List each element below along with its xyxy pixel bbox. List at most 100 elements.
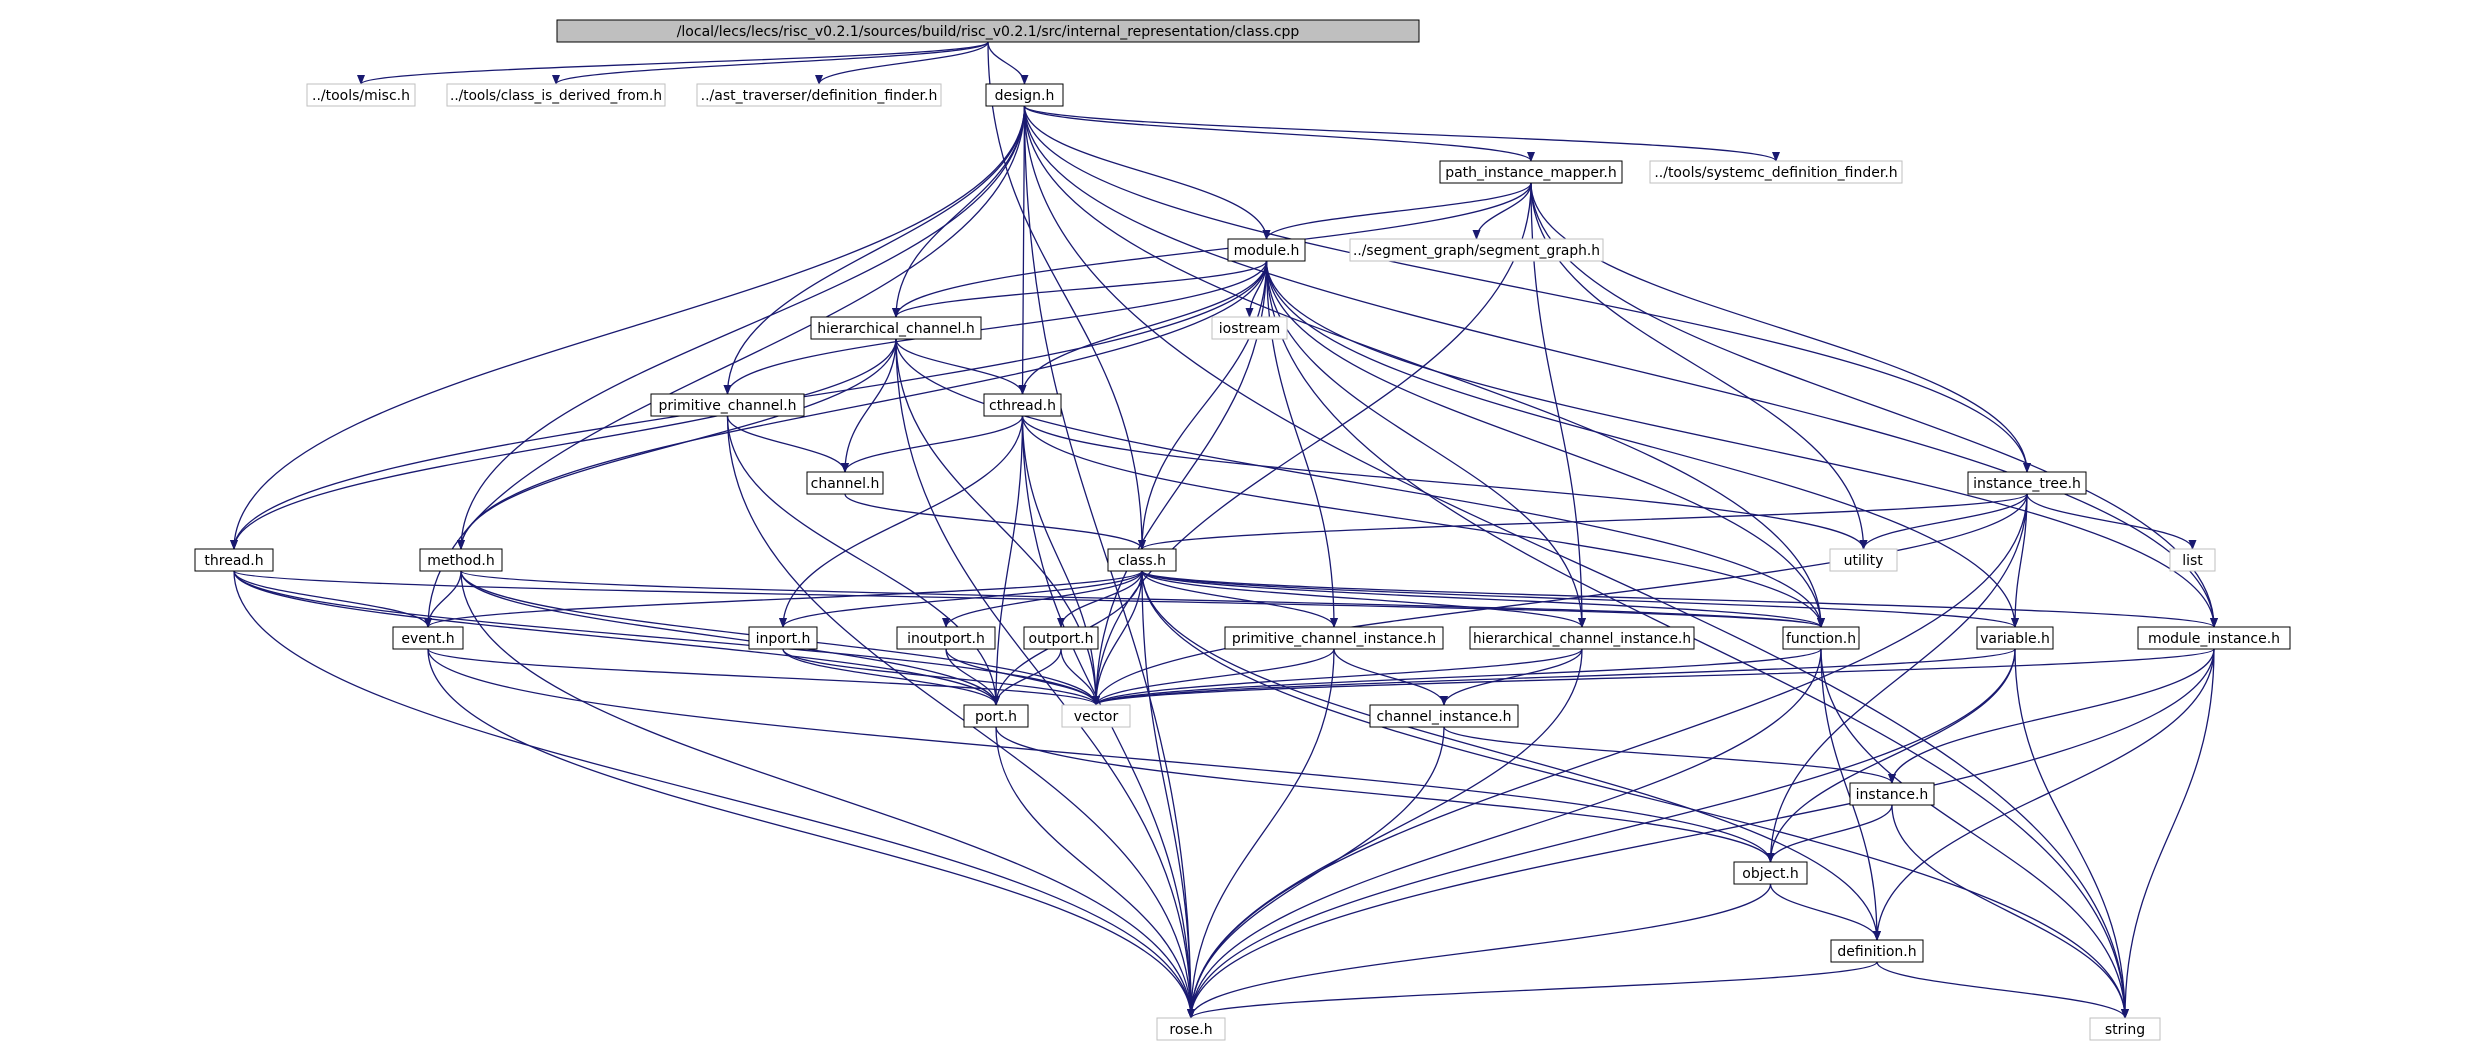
edge-hierarchical_channel-to-channel (841, 338, 897, 473)
node-box (748, 626, 818, 650)
edge-root-to-misc (357, 41, 989, 85)
edge-design-to-systemc_def_finder (1023, 105, 1780, 162)
edge-definition-to-rose (1187, 961, 1878, 1019)
node-label: list (2182, 553, 2203, 569)
node-box (2089, 1017, 2161, 1041)
edge-root-to-class_is_derived (552, 41, 989, 85)
node-definition[interactable]: definition.h (1830, 939, 1924, 963)
node-box (1061, 704, 1131, 728)
node-channel-instance[interactable]: channel_instance.h (1369, 704, 1519, 728)
node-misc: ../tools/misc.h (306, 83, 416, 107)
node-path-instance-mapper[interactable]: path_instance_mapper.h (1439, 160, 1623, 184)
edge-event-to-object (427, 648, 1775, 863)
edge-design-to-path_instance_mapper (1023, 105, 1535, 162)
node-channel[interactable]: channel.h (806, 471, 884, 495)
edge-cthread-to-port (992, 415, 1024, 706)
edge-thread-to-port (233, 570, 1000, 706)
node-box (650, 393, 805, 417)
edge-root-to-class (987, 41, 1146, 550)
node-segment-graph: ../segment_graph/segment_graph.h (1349, 238, 1604, 262)
edge-module-to-method (457, 260, 1268, 550)
node-label: instance.h (1856, 787, 1929, 803)
node-label: thread.h (204, 553, 263, 569)
edge-hierarchical_channel_instance-to-vector (1092, 648, 1583, 706)
node-thread[interactable]: thread.h (194, 548, 274, 572)
edge-instance_tree-to-object (1766, 493, 2028, 863)
node-instance-tree[interactable]: instance_tree.h (1967, 471, 2087, 495)
node-event[interactable]: event.h (392, 626, 464, 650)
node-function[interactable]: function.h (1782, 626, 1860, 650)
node-definition-finder: ../ast_traverser/definition_finder.h (696, 83, 942, 107)
edge-primitive_channel-to-rose (726, 415, 1195, 1019)
edge-method-to-function (460, 570, 1825, 628)
node-method[interactable]: method.h (419, 548, 503, 572)
node-design[interactable]: design.h (985, 83, 1064, 107)
edge-variable-to-string (2014, 648, 2129, 1019)
edge-path_instance_mapper-to-segment_graph (1472, 182, 1532, 240)
edge-class-to-inport (779, 570, 1143, 628)
edge-root-to-definition_finder (815, 41, 989, 85)
edge-design-to-hierarchical_channel (892, 105, 1026, 318)
node-vector: vector (1061, 704, 1131, 728)
node-object[interactable]: object.h (1733, 861, 1808, 885)
edge-cthread-to-channel (841, 415, 1024, 473)
edge-class-to-variable (1141, 570, 2019, 628)
edge-module-to-class (1138, 260, 1268, 550)
edge-instance_tree-to-rose (1187, 493, 2028, 1019)
edge-hierarchical_channel_instance-to-channel_instance (1440, 648, 1583, 706)
node-outport[interactable]: outport.h (1023, 626, 1099, 650)
node-module-instance[interactable]: module_instance.h (2137, 626, 2291, 650)
edge-design-to-module_instance (1023, 105, 2218, 628)
edge-hierarchical_channel-to-method (457, 338, 897, 550)
node-label: vector (1074, 709, 1119, 725)
edge-primitive_channel_instance-to-rose (1187, 648, 1335, 1019)
node-hierarchical-channel-instance[interactable]: hierarchical_channel_instance.h (1469, 626, 1695, 650)
node-class[interactable]: class.h (1107, 548, 1177, 572)
edge-class-to-function (1141, 570, 1825, 628)
node-box (1439, 160, 1623, 184)
node-label: instance_tree.h (1973, 476, 2081, 492)
node-box (1156, 1017, 1226, 1041)
edge-function-to-string (1820, 648, 2129, 1019)
node-box (1023, 626, 1099, 650)
node-box (696, 83, 942, 107)
edge-variable-to-object (1766, 648, 2016, 863)
edge-path_instance_mapper-to-module (1262, 182, 1532, 240)
node-class-is-derived: ../tools/class_is_derived_from.h (446, 83, 666, 107)
node-label: ../tools/systemc_definition_finder.h (1654, 165, 1897, 181)
node-box (306, 83, 416, 107)
edge-function-to-vector (1092, 648, 1822, 706)
node-label: variable.h (1980, 631, 2050, 647)
node-root[interactable]: /local/lecs/lecs/risc_v0.2.1/sources/bui… (556, 19, 1420, 43)
node-instance[interactable]: instance.h (1849, 782, 1935, 806)
node-variable[interactable]: variable.h (1976, 626, 2054, 650)
edge-method-to-rose (460, 570, 1195, 1019)
node-box (896, 626, 996, 650)
edge-function-to-rose (1187, 648, 1822, 1019)
edge-channel_instance-to-rose (1187, 726, 1445, 1019)
node-box (1967, 471, 2087, 495)
node-primitive-channel-instance[interactable]: primitive_channel_instance.h (1224, 626, 1444, 650)
edge-module-to-primitive_channel_instance (1265, 260, 1338, 628)
node-inport[interactable]: inport.h (748, 626, 818, 650)
edge-instance_tree-to-class (1138, 493, 2028, 550)
edge-design-to-method (457, 105, 1026, 550)
edge-primitive_channel_instance-to-vector (1092, 648, 1335, 706)
node-port[interactable]: port.h (963, 704, 1029, 728)
edge-hierarchical_channel-to-cthread (895, 338, 1027, 395)
edge-module_instance-to-definition (1873, 648, 2215, 941)
node-box (1976, 626, 2054, 650)
node-utility: utility (1829, 548, 1898, 572)
node-box (1349, 238, 1604, 262)
node-label: class.h (1118, 553, 1166, 569)
node-module[interactable]: module.h (1227, 238, 1306, 262)
node-inoutport[interactable]: inoutport.h (896, 626, 996, 650)
node-primitive-channel[interactable]: primitive_channel.h (650, 393, 805, 417)
node-hierarchical-channel[interactable]: hierarchical_channel.h (810, 316, 982, 340)
node-label: iostream (1219, 321, 1281, 337)
edge-module-to-cthread (1018, 260, 1268, 395)
node-label: primitive_channel.h (658, 398, 796, 414)
edge-channel_instance-to-instance (1443, 726, 1896, 784)
node-cthread[interactable]: cthread.h (983, 393, 1062, 417)
